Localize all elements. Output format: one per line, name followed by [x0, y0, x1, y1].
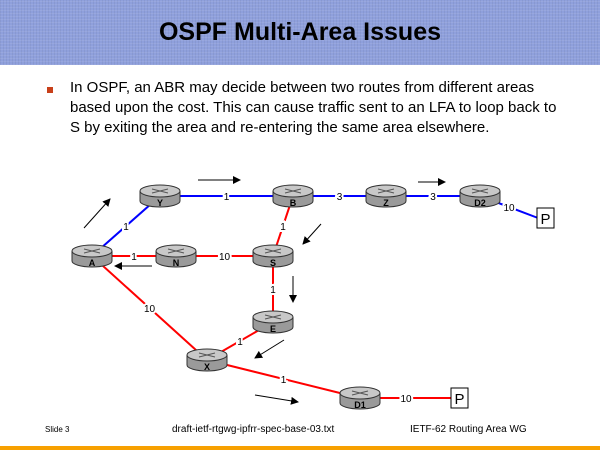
router-N: N	[155, 244, 197, 268]
router-label: D1	[354, 400, 366, 410]
router-label: E	[270, 324, 276, 334]
footer-stripe	[0, 446, 600, 450]
router-Z: Z	[365, 184, 407, 208]
link-X-D1	[206, 359, 361, 399]
link-cost-label: 10	[144, 304, 156, 315]
router-D2: D2	[459, 184, 501, 208]
link-cost-label: 10	[503, 203, 515, 214]
router-X: X	[186, 348, 228, 372]
prefix-box: P	[536, 207, 555, 229]
link-cost-label: 1	[224, 192, 230, 203]
link-cost-label: 1	[131, 252, 137, 263]
router-label: X	[204, 362, 210, 372]
router-A: A	[71, 244, 113, 268]
link-cost-label: 10	[400, 394, 412, 405]
link-cost-label: 1	[237, 337, 243, 348]
router-label: N	[173, 258, 180, 268]
traffic-arrow	[302, 223, 322, 245]
router-E: E	[252, 310, 294, 334]
router-label: B	[290, 198, 297, 208]
slide-number: Slide 3	[45, 425, 70, 434]
traffic-arrow	[83, 198, 111, 229]
router-D1: D1	[339, 386, 381, 410]
link-cost-label: 10	[219, 252, 231, 263]
prefix-label: P	[540, 211, 550, 228]
traffic-arrow	[254, 339, 285, 359]
prefix-label: P	[454, 391, 464, 408]
footer-draft: draft-ietf-rtgwg-ipfrr-spec-base-03.txt	[172, 424, 335, 435]
slide-title: OSPF Multi-Area Issues	[158, 18, 442, 46]
link-cost-label: 1	[123, 222, 129, 233]
router-label: A	[89, 258, 96, 268]
router-label: S	[270, 258, 276, 268]
link-cost-label: 1	[281, 375, 287, 386]
router-B: B	[272, 184, 314, 208]
router-Y: Y	[139, 184, 181, 208]
traffic-arrow	[254, 394, 299, 405]
router-label: Z	[383, 198, 389, 208]
link-A-X	[91, 255, 208, 361]
link-cost-label: 1	[280, 222, 286, 233]
link-cost-label: 1	[270, 285, 276, 296]
router-S: S	[252, 244, 294, 268]
link-cost-label: 3	[337, 192, 343, 203]
bullet-marker	[47, 87, 53, 93]
link-cost-label: 3	[430, 192, 436, 203]
router-label: D2	[474, 198, 486, 208]
bullet-text: In OSPF, an ABR may decide between two r…	[70, 79, 557, 136]
prefix-box: P	[450, 387, 469, 409]
title-bar: OSPF Multi-Area Issues	[0, 0, 600, 65]
router-label: Y	[157, 198, 163, 208]
footer-group: IETF-62 Routing Area WG	[410, 424, 527, 435]
